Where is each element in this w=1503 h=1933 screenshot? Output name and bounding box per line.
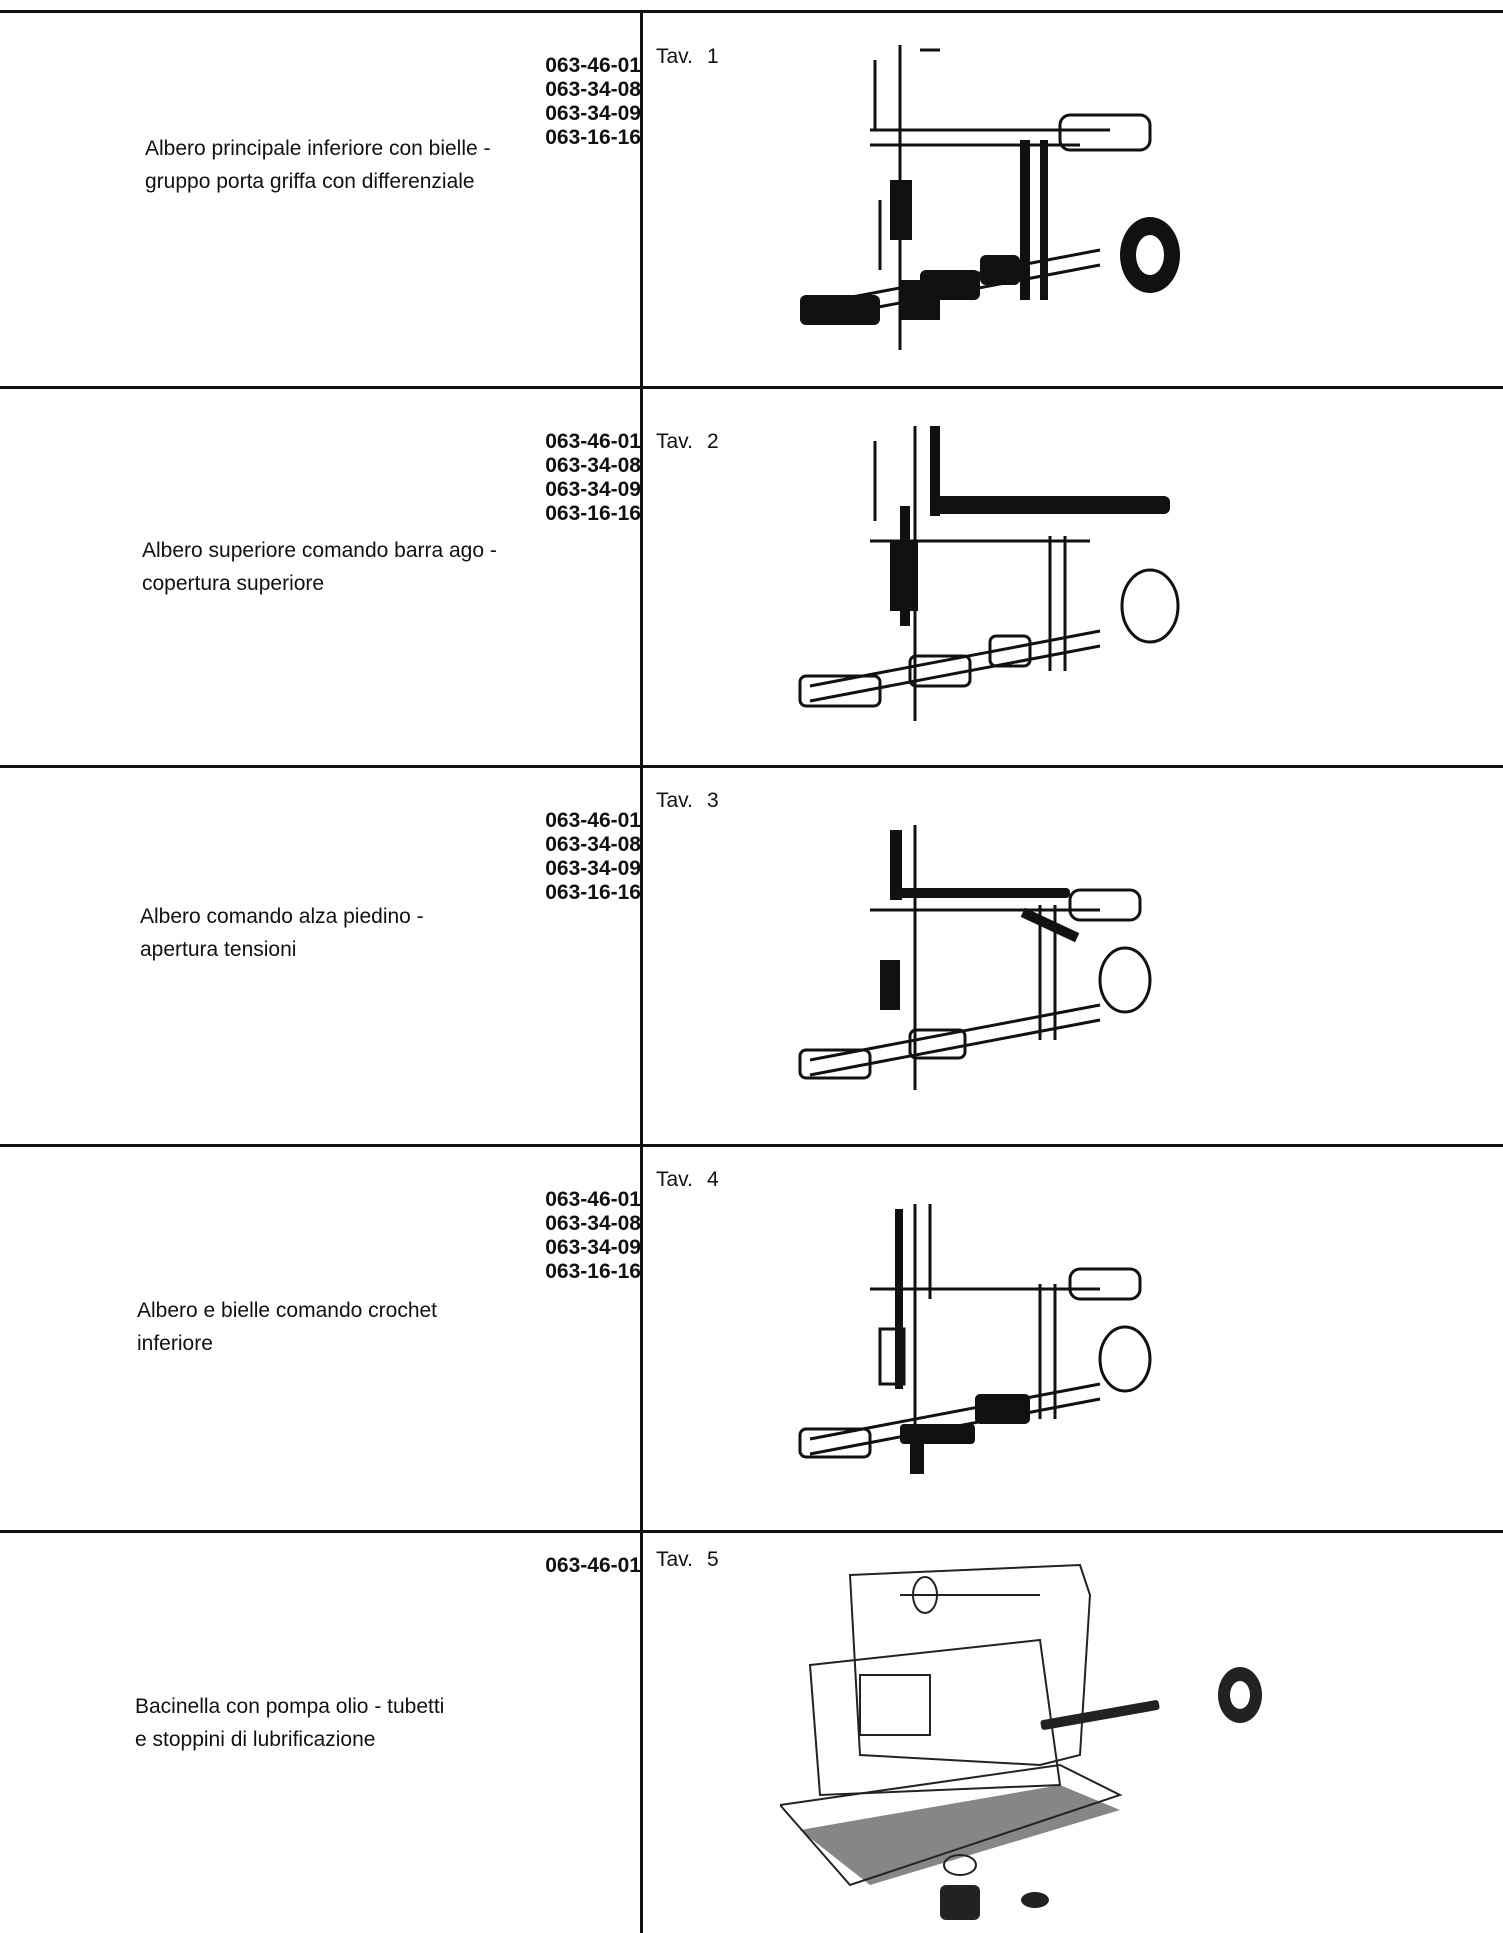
description-line: Albero superiore comando barra ago - — [142, 539, 497, 562]
row-separator — [0, 765, 1503, 768]
table-reference: Tav. 5 — [656, 1548, 719, 1572]
lower-looper-shaft-illustration — [780, 1189, 1200, 1509]
part-codes: 063-46-01 — [545, 1554, 641, 1578]
tav-label: Tav. — [656, 1548, 693, 1571]
presser-foot-lift-shaft-illustration — [780, 810, 1200, 1130]
part-codes: 063-46-01 063-34-08 063-34-09 063-16-16 — [545, 809, 641, 905]
part-code: 063-46-01 — [545, 809, 641, 832]
parts-table-row-2: 063-46-01 063-34-08 063-34-09 063-16-16 … — [0, 386, 1503, 765]
part-code: 063-34-09 — [545, 857, 641, 880]
parts-table-row-5: 063-46-01 Bacinella con pompa olio - tub… — [0, 1530, 1503, 1933]
oil-pan-pump-illustration — [780, 1555, 1300, 1925]
row-separator — [0, 10, 1503, 13]
description-line: copertura superiore — [142, 572, 325, 595]
part-code: 063-46-01 — [545, 1554, 641, 1577]
description-line: inferiore — [137, 1332, 213, 1355]
table-reference: Tav. 3 — [656, 789, 719, 813]
part-code: 063-46-01 — [545, 430, 641, 453]
tav-number: 3 — [706, 789, 719, 812]
part-code: 063-34-09 — [545, 102, 641, 125]
part-code: 063-16-16 — [545, 881, 641, 904]
part-code: 063-46-01 — [545, 1188, 641, 1211]
row-separator — [0, 1530, 1503, 1533]
assembly-description: Bacinella con pompa olio - tubetti e sto… — [135, 1690, 565, 1756]
part-code: 063-34-09 — [545, 1236, 641, 1259]
part-code: 063-34-08 — [545, 78, 641, 101]
description-line: Albero comando alza piedino - — [140, 905, 424, 928]
upper-shaft-needle-bar-illustration — [780, 411, 1200, 751]
lower-main-shaft-assembly-illustration — [780, 30, 1200, 370]
assembly-description: Albero principale inferiore con bielle -… — [145, 132, 575, 198]
part-codes: 063-46-01 063-34-08 063-34-09 063-16-16 — [545, 430, 641, 526]
part-code: 063-46-01 — [545, 54, 641, 77]
part-code: 063-34-08 — [545, 1212, 641, 1235]
parts-table-row-4: 063-46-01 063-34-08 063-34-09 063-16-16 … — [0, 1144, 1503, 1530]
table-reference: Tav. 4 — [656, 1168, 719, 1192]
description-line: gruppo porta griffa con differenziale — [145, 170, 475, 193]
description-line: Bacinella con pompa olio - tubetti — [135, 1695, 445, 1718]
part-codes: 063-46-01 063-34-08 063-34-09 063-16-16 — [545, 1188, 641, 1284]
row-separator — [0, 1144, 1503, 1147]
assembly-description: Albero e bielle comando crochet inferior… — [137, 1294, 567, 1360]
tav-label: Tav. — [656, 45, 693, 68]
tav-number: 4 — [706, 1168, 719, 1191]
part-code: 063-34-09 — [545, 478, 641, 501]
part-code: 063-34-08 — [545, 833, 641, 856]
tav-number: 1 — [706, 45, 719, 68]
part-code: 063-16-16 — [545, 1260, 641, 1283]
tav-label: Tav. — [656, 789, 693, 812]
part-code: 063-16-16 — [545, 126, 641, 149]
tav-label: Tav. — [656, 1168, 693, 1191]
tav-label: Tav. — [656, 430, 693, 453]
tav-number: 2 — [706, 430, 719, 453]
description-line: apertura tensioni — [140, 938, 297, 961]
assembly-description: Albero superiore comando barra ago - cop… — [142, 534, 572, 600]
part-code: 063-16-16 — [545, 502, 641, 525]
description-line: Albero principale inferiore con bielle - — [145, 137, 491, 160]
row-separator — [0, 386, 1503, 389]
description-line: Albero e bielle comando crochet — [137, 1299, 438, 1322]
table-reference: Tav. 1 — [656, 45, 719, 69]
parts-table-row-3: 063-46-01 063-34-08 063-34-09 063-16-16 … — [0, 765, 1503, 1144]
table-reference: Tav. 2 — [656, 430, 719, 454]
description-line: e stoppini di lubrificazione — [135, 1728, 376, 1751]
assembly-description: Albero comando alza piedino - apertura t… — [140, 900, 570, 966]
tav-number: 5 — [706, 1548, 719, 1571]
part-code: 063-34-08 — [545, 454, 641, 477]
part-codes: 063-46-01 063-34-08 063-34-09 063-16-16 — [545, 54, 641, 150]
parts-table-row-1: 063-46-01 063-34-08 063-34-09 063-16-16 … — [0, 10, 1503, 386]
column-divider — [640, 10, 643, 1933]
